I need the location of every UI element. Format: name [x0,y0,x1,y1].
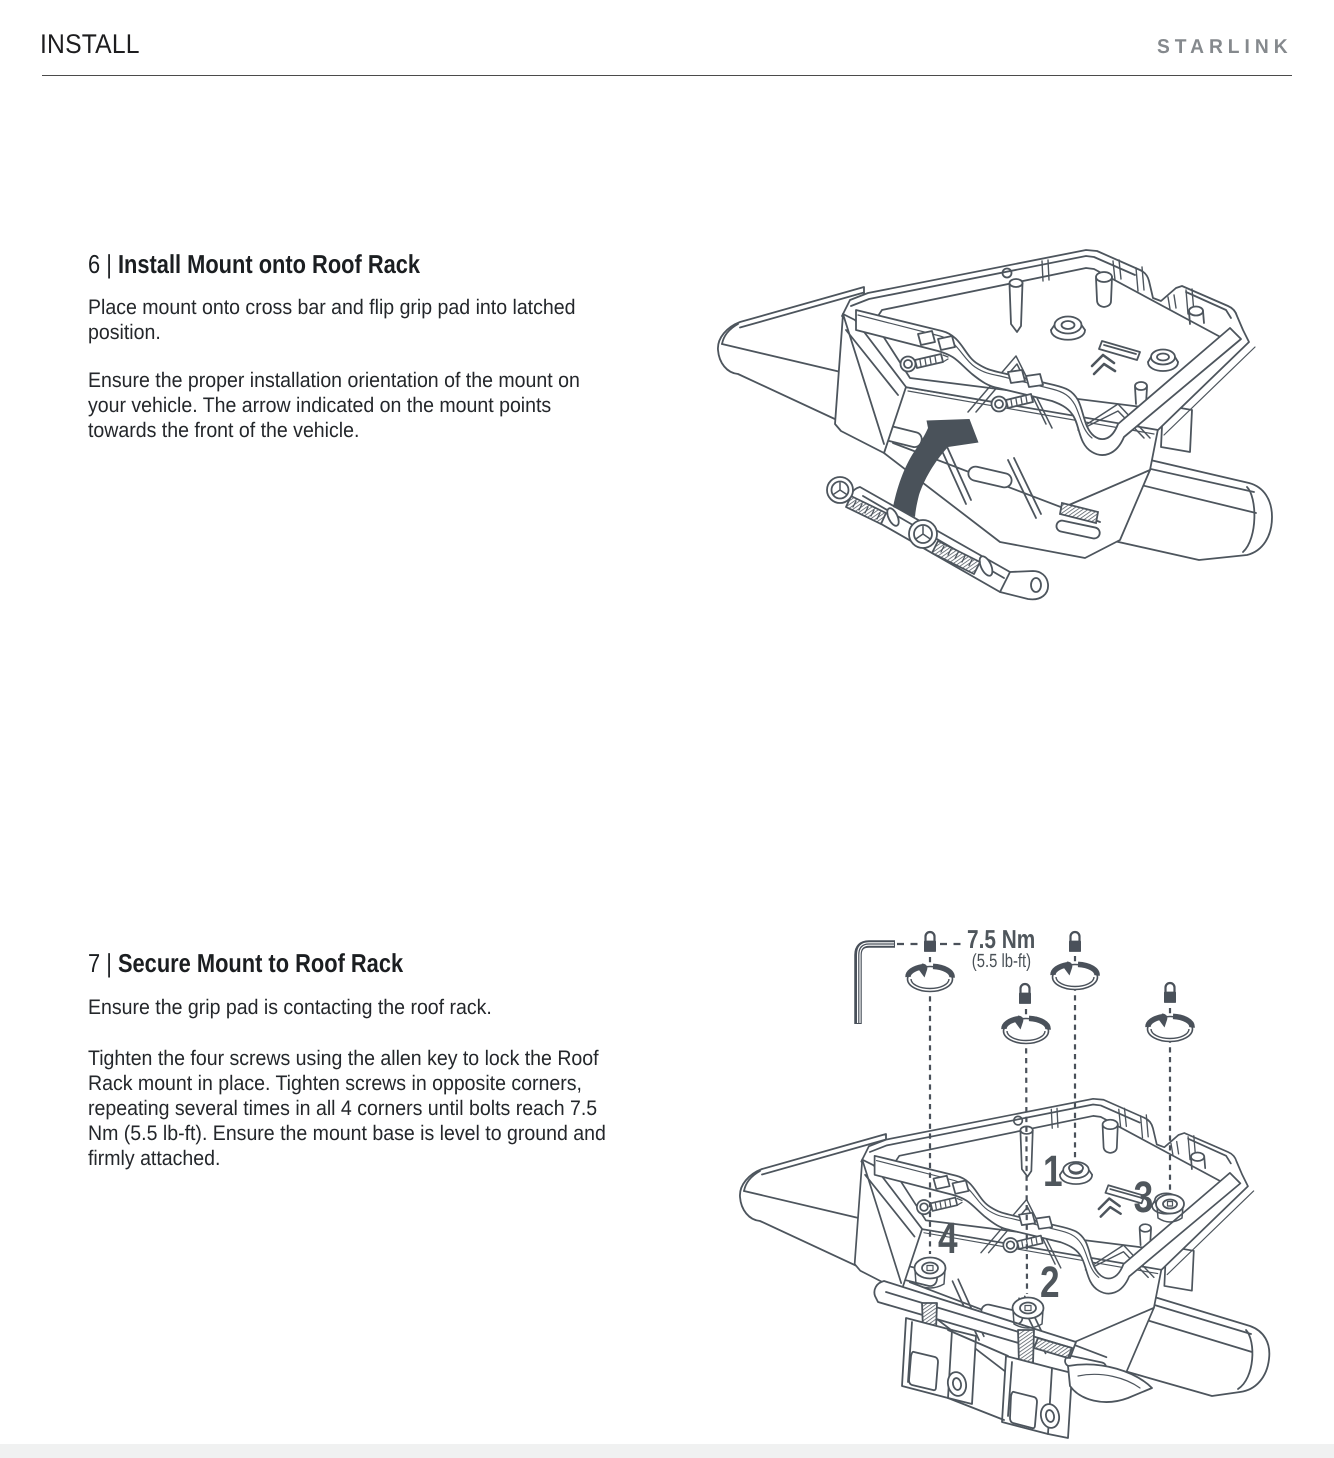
svg-text:7.5 Nm: 7.5 Nm [967,924,1035,954]
svg-text:2: 2 [1040,1258,1060,1307]
svg-text:1: 1 [1043,1147,1063,1196]
svg-text:(5.5 lb-ft): (5.5 lb-ft) [972,951,1031,972]
svg-text:4: 4 [938,1214,958,1263]
svg-text:3: 3 [1134,1173,1154,1222]
